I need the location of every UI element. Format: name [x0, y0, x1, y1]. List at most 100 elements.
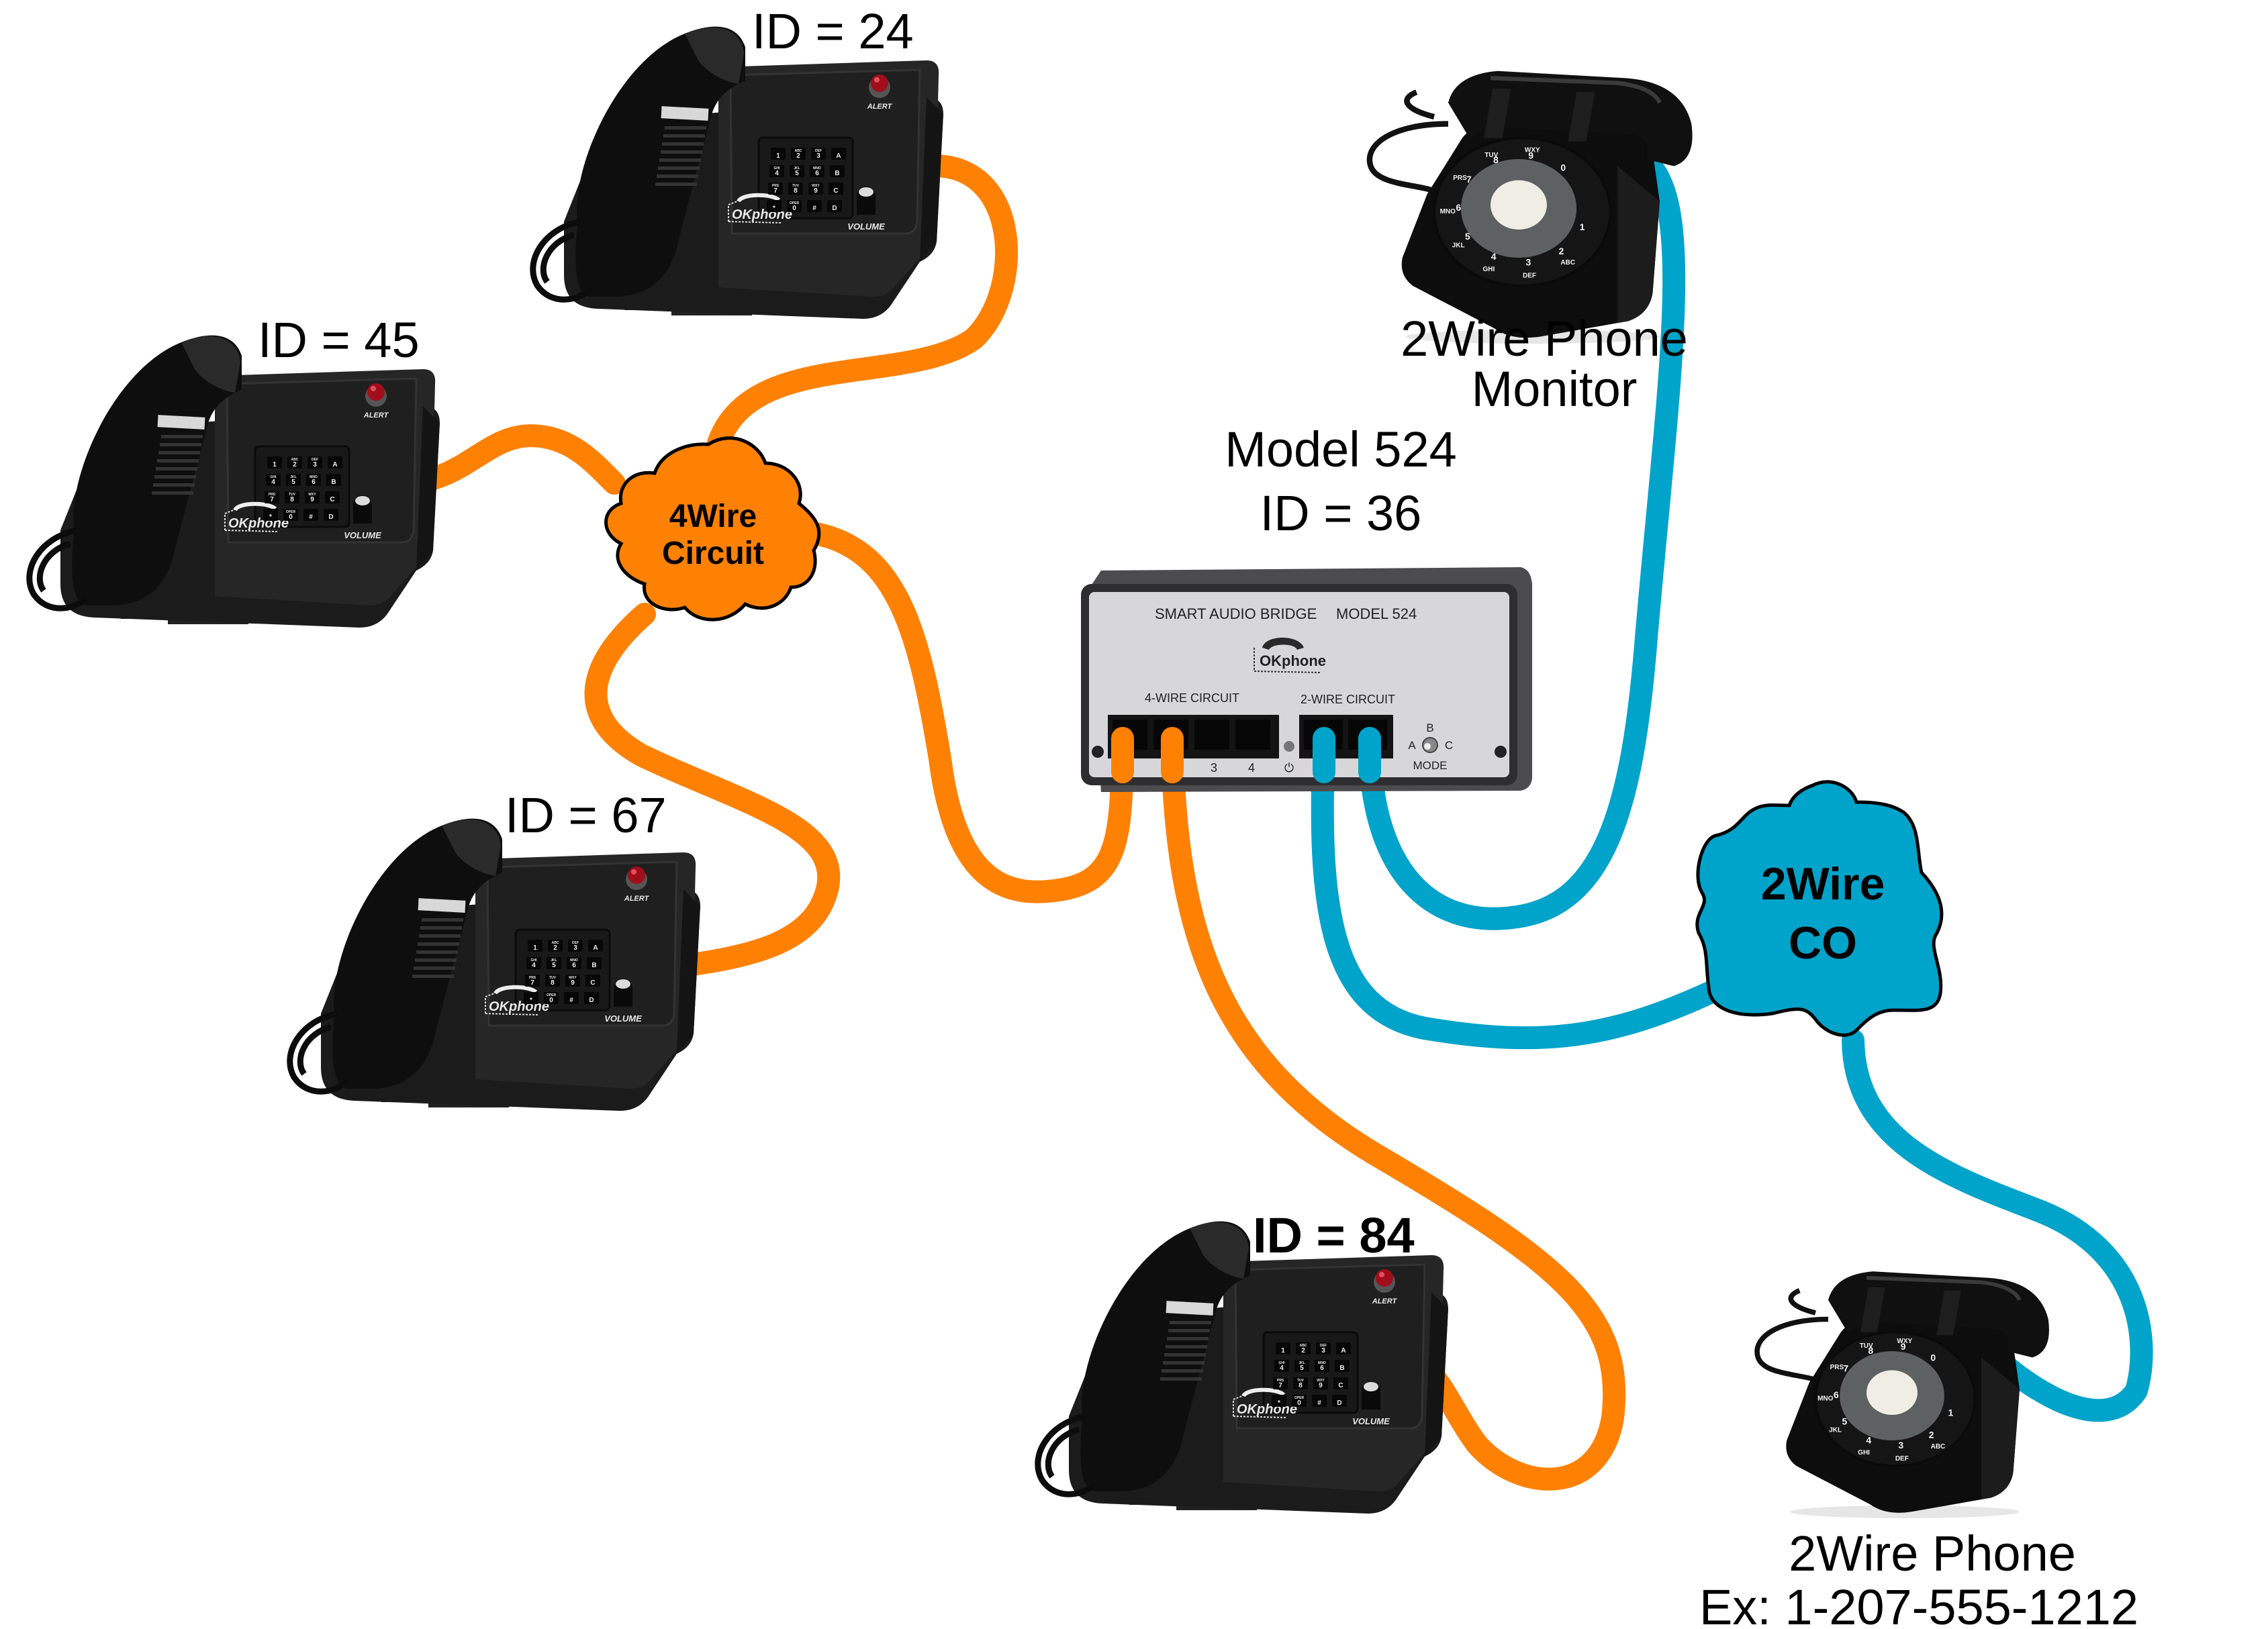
- mode-label: MODE: [1413, 759, 1448, 772]
- keypad-key-sub-label: GHI: [531, 958, 538, 962]
- keypad-key[interactable]: [830, 165, 845, 177]
- keypad-key[interactable]: [831, 148, 846, 160]
- four-wire-port-3[interactable]: [1194, 720, 1229, 750]
- keypad-key-label: 1: [533, 944, 537, 952]
- keypad-key[interactable]: [1293, 1377, 1308, 1389]
- keypad-key-label: 8: [794, 187, 798, 195]
- keypad-key[interactable]: [767, 200, 782, 212]
- keypad-key[interactable]: [788, 183, 803, 195]
- keypad-key[interactable]: [1333, 1377, 1348, 1389]
- keypad-key[interactable]: [545, 975, 560, 987]
- keypad-key[interactable]: [1316, 1342, 1331, 1354]
- keypad-key-label: *: [269, 513, 272, 521]
- keypad-key[interactable]: [1292, 1395, 1307, 1407]
- keypad-key[interactable]: [829, 183, 843, 195]
- desk-phone-id84: ID = 84: [1038, 1207, 1448, 1514]
- keypad-key[interactable]: [790, 165, 804, 177]
- keypad-key[interactable]: [1273, 1377, 1288, 1389]
- keypad-key[interactable]: [587, 957, 602, 969]
- keypad-key[interactable]: [544, 992, 559, 1004]
- four-wire-port-4[interactable]: [1235, 720, 1270, 750]
- keypad-key[interactable]: [326, 474, 341, 486]
- keypad-key[interactable]: [588, 940, 603, 952]
- keypad-key-label: 0: [549, 997, 553, 1004]
- keypad-key[interactable]: [528, 940, 542, 952]
- keypad-key[interactable]: [1332, 1395, 1347, 1407]
- keypad-key-label: *: [773, 205, 775, 212]
- keypad-key[interactable]: [285, 491, 299, 503]
- keypad-key[interactable]: [287, 456, 302, 468]
- keypad-key-label: 0: [289, 513, 293, 521]
- dial-letters: JKL: [1452, 242, 1465, 249]
- keypad-key[interactable]: [1272, 1395, 1286, 1407]
- keypad-key-label: #: [309, 513, 313, 521]
- keypad-key[interactable]: [791, 148, 806, 160]
- keypad-key-sub-label: JKL: [551, 958, 557, 962]
- keypad-key[interactable]: [564, 992, 579, 1004]
- keypad-key[interactable]: [567, 957, 581, 969]
- keypad-key[interactable]: [1274, 1360, 1289, 1372]
- keypad-key[interactable]: [1315, 1360, 1329, 1372]
- keypad-key-label: A: [593, 944, 598, 952]
- keypad-key[interactable]: [303, 509, 318, 521]
- keypad-key-label: 3: [573, 944, 577, 952]
- keypad-key[interactable]: [306, 474, 321, 486]
- keypad-key[interactable]: [568, 940, 583, 952]
- keypad-key[interactable]: [811, 148, 826, 160]
- keypad-key-label: C: [590, 979, 595, 987]
- keypad-key[interactable]: [524, 992, 538, 1004]
- bridge-panel-title: SMART AUDIO BRIDGE: [1155, 605, 1317, 622]
- keypad-key-sub-label: DEF: [1320, 1344, 1327, 1348]
- keypad-key[interactable]: [526, 957, 541, 969]
- keypad-key[interactable]: [286, 474, 301, 486]
- keypad-key[interactable]: [787, 200, 802, 212]
- keypad-key[interactable]: [584, 992, 599, 1004]
- two-wire-cables: [1311, 158, 2153, 1422]
- keypad-key-sub-label: DEF: [312, 458, 318, 462]
- keypad-key-label: C: [1338, 1382, 1343, 1389]
- cable-4wire-circuit-to-phone67: [584, 603, 841, 978]
- keypad-key[interactable]: [1335, 1360, 1350, 1372]
- keypad-key[interactable]: [827, 200, 842, 212]
- keypad-key[interactable]: [1294, 1360, 1309, 1372]
- keypad-key[interactable]: [1296, 1342, 1311, 1354]
- keypad-key-sub-label: MNO: [570, 958, 578, 962]
- keypad-key[interactable]: [547, 957, 561, 969]
- keypad-key[interactable]: [769, 165, 784, 177]
- mode-toggle-switch[interactable]: [1422, 737, 1438, 753]
- keypad-key[interactable]: [810, 165, 824, 177]
- alert-label: ALERT: [1372, 1297, 1398, 1305]
- keypad-key[interactable]: [771, 148, 786, 160]
- dial-digit: 8: [1493, 154, 1499, 165]
- keypad-key[interactable]: [1276, 1342, 1290, 1354]
- keypad-key[interactable]: [283, 509, 298, 521]
- keypad-key[interactable]: [266, 474, 281, 486]
- keypad-key[interactable]: [263, 509, 278, 521]
- keypad-key[interactable]: [548, 940, 563, 952]
- keypad-key[interactable]: [807, 200, 822, 212]
- alert-label: ALERT: [363, 411, 389, 419]
- keypad-key[interactable]: [324, 509, 338, 521]
- keypad-key[interactable]: [1313, 1377, 1328, 1389]
- keypad-key[interactable]: [525, 975, 540, 987]
- keypad-key-label: 9: [571, 979, 575, 987]
- keypad-key[interactable]: [328, 456, 342, 468]
- keypad-key[interactable]: [308, 456, 322, 468]
- alert-label: ALERT: [867, 103, 893, 111]
- keypad-key[interactable]: [265, 491, 279, 503]
- keypad-key[interactable]: [305, 491, 320, 503]
- keypad-key[interactable]: [585, 975, 600, 987]
- keypad-key[interactable]: [808, 183, 823, 195]
- keypad-key[interactable]: [267, 456, 282, 468]
- keypad-key-label: B: [1339, 1365, 1344, 1372]
- keypad-key-label: 9: [310, 496, 314, 503]
- keypad-key[interactable]: [1312, 1395, 1327, 1407]
- keypad-key[interactable]: [768, 183, 783, 195]
- keypad-key[interactable]: [1336, 1342, 1351, 1354]
- monitor-phone-label-line2: Monitor: [1472, 361, 1638, 417]
- keypad-key[interactable]: [565, 975, 580, 987]
- keypad-key-label: 2: [553, 944, 557, 952]
- keypad-key[interactable]: [325, 491, 340, 503]
